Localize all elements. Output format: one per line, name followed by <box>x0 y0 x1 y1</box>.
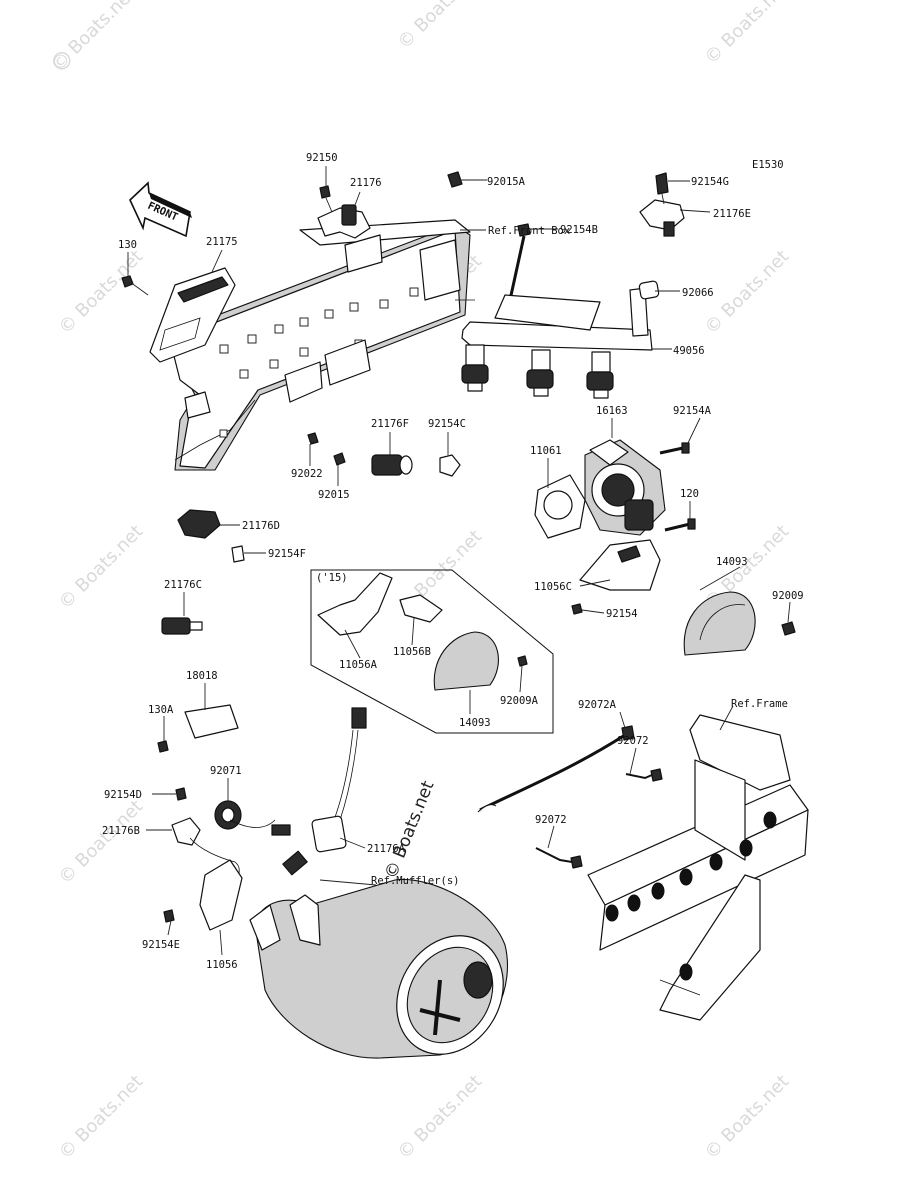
part-label: 92009A <box>500 695 539 707</box>
heat-shield-18018 <box>157 704 239 753</box>
svg-text:© Boats.net: © Boats.net <box>381 778 439 882</box>
part-label: 14093 <box>459 717 491 729</box>
inset-box-15: ('15) <box>310 569 554 734</box>
leader-lines <box>127 166 791 956</box>
part-label: 21176A <box>367 843 406 855</box>
bolt-120 <box>664 518 696 532</box>
part-label: 92022 <box>291 468 323 480</box>
bolt-92154B <box>508 223 531 301</box>
part-label: 92154 <box>606 608 638 620</box>
part-label: 92015 <box>318 489 350 501</box>
part-label: 49056 <box>673 345 705 357</box>
part-label: 21176C <box>164 579 202 591</box>
fuel-rail <box>461 280 660 399</box>
part-labels: 92150 21176 92015A 92154G 21176E 130 211… <box>102 152 804 971</box>
bolt-92009 <box>781 621 796 636</box>
part-label: 92009 <box>772 590 804 602</box>
watermark-text: © Boats.net <box>701 0 793 69</box>
part-label: 21176 <box>350 177 382 189</box>
part-label: 92072A <box>578 699 617 711</box>
bracket-11056 <box>163 859 243 931</box>
part-label: 18018 <box>186 670 218 682</box>
part-label: 92154F <box>268 548 306 560</box>
part-label: 92154C <box>428 418 466 430</box>
center-watermark: © Boats.net <box>381 778 439 882</box>
bracket-11056C <box>579 539 661 591</box>
watermark-text: © Boats.net <box>394 1071 486 1163</box>
part-label: 21175 <box>206 236 238 248</box>
part-label: 92071 <box>210 765 242 777</box>
sensor-21176D <box>177 509 245 563</box>
ref-muffler: Ref.Muffler(s) <box>371 875 460 887</box>
nut-92015 <box>333 452 346 466</box>
watermark-text: © Boats.net <box>55 521 147 613</box>
part-label: 92072 <box>617 735 649 747</box>
part-label: 92066 <box>682 287 714 299</box>
watermark-text: © Boats.net <box>701 1071 793 1163</box>
frame-section <box>587 714 809 1021</box>
part-label: 11061 <box>530 445 562 457</box>
diagram-code: E1530 <box>752 159 784 171</box>
clamps-92072 <box>477 725 663 869</box>
front-arrow-icon: FRONT <box>129 181 192 238</box>
watermark-text: © Boats.net <box>701 246 793 338</box>
part-label: 21176F <box>371 418 409 430</box>
bolt-92154A <box>659 442 690 455</box>
part-label: 92154B <box>560 224 598 236</box>
clip-92022 <box>307 432 319 445</box>
part-label: 92150 <box>306 152 338 164</box>
watermark-text: © Boats.net <box>55 1071 147 1163</box>
nut-92015A <box>447 171 463 188</box>
watermark-text: © Boats.net <box>48 0 140 76</box>
muffler <box>249 878 509 1059</box>
bolt-130 <box>121 275 149 296</box>
part-label: 92015A <box>487 176 526 188</box>
sensor-21176C <box>161 617 203 635</box>
inset-label: ('15) <box>316 572 348 584</box>
ref-front-box: Ref.Front Box <box>488 225 570 237</box>
part-label: 92072 <box>535 814 567 826</box>
part-label: 92154D <box>104 789 142 801</box>
grommet-92071 <box>214 800 242 830</box>
sensor-21176F <box>371 454 461 477</box>
part-label: 130 <box>118 239 137 251</box>
part-label: 14093 <box>716 556 748 568</box>
part-label: 11056B <box>393 646 431 658</box>
sensor-21176 <box>317 185 371 239</box>
part-label: 21176B <box>102 825 140 837</box>
cover-14093 <box>683 591 756 656</box>
part-label: 16163 <box>596 405 628 417</box>
sensor-21176E <box>639 172 685 237</box>
part-label: 11056 <box>206 959 238 971</box>
watermark-text: © Boats.net <box>394 0 486 54</box>
front-box <box>164 219 475 471</box>
watermark-text: © Boats.net <box>55 246 147 338</box>
part-label: 21176E <box>713 208 751 220</box>
part-label: 11056A <box>339 659 378 671</box>
sensor-21176A <box>311 707 367 853</box>
ref-frame: Ref.Frame <box>731 698 788 710</box>
watermark-text: © Boats.net <box>55 796 147 888</box>
part-label: 120 <box>680 488 699 500</box>
part-label: 130A <box>148 704 174 716</box>
throttle-body <box>534 439 666 539</box>
part-label: 92154A <box>673 405 712 417</box>
part-label: 11056C <box>534 581 572 593</box>
part-label: 21176D <box>242 520 280 532</box>
sensor-21176B <box>171 787 308 881</box>
ecu-module <box>149 267 236 363</box>
part-label: 92154G <box>691 176 729 188</box>
part-label: 92154E <box>142 939 180 951</box>
bolt-92154 <box>571 603 583 615</box>
